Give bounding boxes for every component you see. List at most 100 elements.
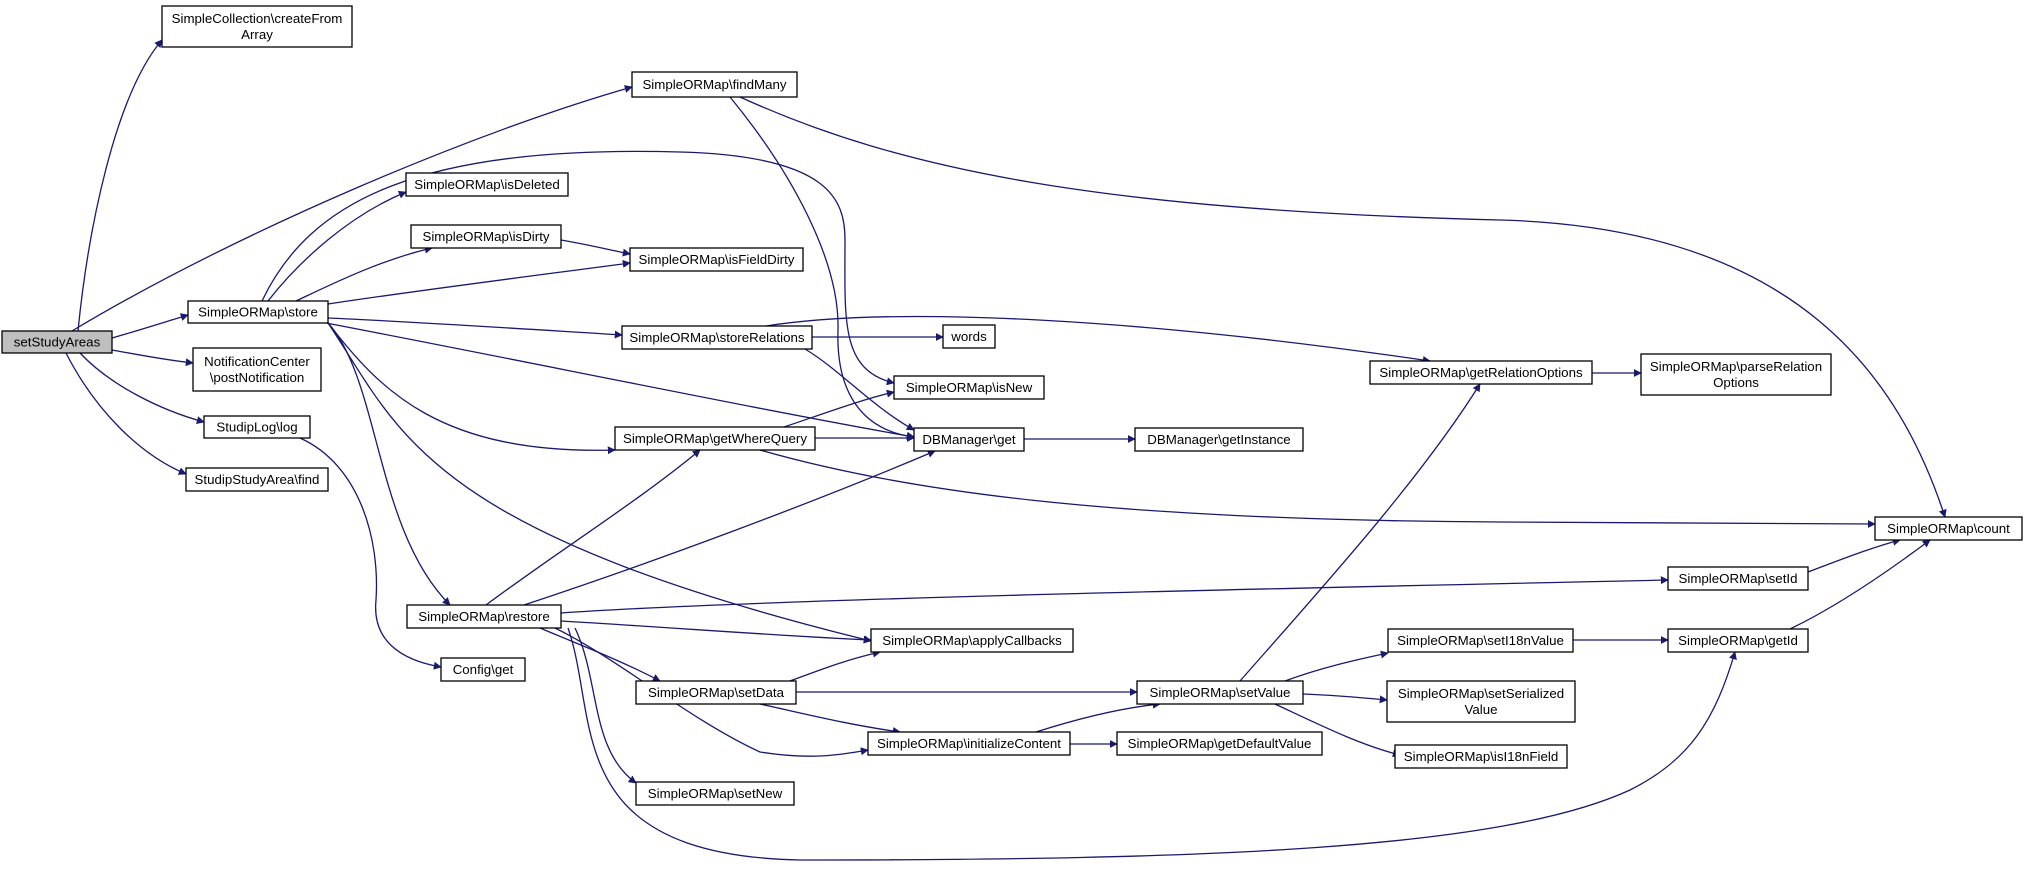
edge-restore-to-setNew <box>574 627 637 784</box>
node-box <box>1387 628 1574 653</box>
nodes: setStudyAreas SimpleCollection\createFrom… <box>1 5 2023 806</box>
edge-setValue-to-setSerializedValue <box>1302 693 1388 704</box>
node-label: StudipStudyArea\find <box>195 472 320 487</box>
node-label: SimpleORMap\isNew <box>906 380 1033 395</box>
node-getDefaultValue[interactable]: SimpleORMap\getDefaultValue <box>1116 731 1323 756</box>
node-box <box>440 657 526 682</box>
node-label: words <box>950 329 987 344</box>
node-box <box>192 347 322 392</box>
edge-store-to-restore <box>327 322 451 606</box>
node-label: SimpleORMap\getRelationOptions <box>1379 365 1583 380</box>
node-box <box>1667 628 1809 653</box>
node-isDeleted[interactable]: SimpleORMap\isDeleted <box>405 172 569 197</box>
node-setNew[interactable]: SimpleORMap\setNew <box>635 781 795 806</box>
node-label: SimpleORMap\setSerialized <box>1398 686 1564 701</box>
edge-findMany-to-count <box>739 96 1947 518</box>
edge-setData-to-initializeContent <box>759 703 901 735</box>
node-setId[interactable]: SimpleORMap\setId <box>1667 566 1809 591</box>
edge-restore-to-applyCallbacks <box>560 620 872 644</box>
node-dbGet[interactable]: DBManager\get <box>913 427 1025 452</box>
node-getId[interactable]: SimpleORMap\getId <box>1667 628 1809 653</box>
node-label: SimpleORMap\isI18nField <box>1404 749 1558 764</box>
node-label: SimpleCollection\createFrom <box>172 11 343 26</box>
node-box <box>410 224 562 249</box>
node-box <box>635 680 797 705</box>
edge-restore-to-dbGet <box>523 450 936 606</box>
node-label: SimpleORMap\restore <box>418 609 550 624</box>
node-box <box>1134 427 1304 452</box>
edge-setStudyAreas-to-studipLog <box>79 352 205 424</box>
node-label: NotificationCenter <box>204 354 310 369</box>
edge-getWhereQuery-to-isNew <box>783 389 895 428</box>
node-studyAreaFind[interactable]: StudipStudyArea\find <box>185 467 329 492</box>
node-label: SimpleORMap\getDefaultValue <box>1128 736 1312 751</box>
edge-restore-to-getId <box>567 627 1737 861</box>
edge-studipLog-to-configGet <box>299 437 442 670</box>
node-isFieldDirty[interactable]: SimpleORMap\isFieldDirty <box>629 247 804 272</box>
node-label: Array <box>241 27 273 42</box>
node-box <box>185 467 329 492</box>
node-box <box>187 300 329 324</box>
node-label: SimpleORMap\getId <box>1678 633 1798 648</box>
node-setI18nValue[interactable]: SimpleORMap\setI18nValue <box>1387 628 1574 653</box>
node-box <box>1640 353 1832 396</box>
node-setStudyAreas[interactable]: setStudyAreas <box>1 330 113 354</box>
node-label: SimpleORMap\setData <box>648 685 785 700</box>
node-setValue[interactable]: SimpleORMap\setValue <box>1136 680 1304 705</box>
node-isDirty[interactable]: SimpleORMap\isDirty <box>410 224 562 249</box>
edge-setStudyAreas-to-studyAreaFind <box>65 352 187 475</box>
node-label: SimpleORMap\count <box>1887 521 2010 536</box>
node-box <box>1386 680 1576 723</box>
node-label: StudipLog\log <box>216 420 297 435</box>
node-restore[interactable]: SimpleORMap\restore <box>406 604 562 629</box>
node-label: SimpleORMap\setValue <box>1150 685 1291 700</box>
edge-storeRelations-to-getRelationOptions <box>765 315 1431 364</box>
node-getRelationOptions[interactable]: SimpleORMap\getRelationOptions <box>1369 360 1593 385</box>
node-box <box>893 375 1045 400</box>
node-studipLog[interactable]: StudipLog\log <box>203 415 311 439</box>
node-box <box>631 71 798 98</box>
edge-store-to-applyCallbacks <box>327 322 872 644</box>
node-setData[interactable]: SimpleORMap\setData <box>635 680 797 705</box>
edge-store-to-isNew <box>261 150 895 386</box>
node-box <box>406 604 562 629</box>
node-box <box>161 5 353 48</box>
edge-initializeContent-to-setValue <box>1035 700 1161 733</box>
node-count[interactable]: SimpleORMap\count <box>1874 516 2023 541</box>
node-initializeContent[interactable]: SimpleORMap\initializeContent <box>867 731 1071 756</box>
edge-setStudyAreas-to-findMany <box>71 85 633 332</box>
node-label: Value <box>1464 702 1497 717</box>
node-store[interactable]: SimpleORMap\store <box>187 300 329 324</box>
node-box <box>203 415 311 439</box>
node-label: SimpleORMap\store <box>198 305 318 320</box>
node-getInstance[interactable]: DBManager\getInstance <box>1134 427 1304 452</box>
node-applyCallbacks[interactable]: SimpleORMap\applyCallbacks <box>870 628 1074 653</box>
node-box <box>870 628 1074 653</box>
node-label: SimpleORMap\findMany <box>642 77 786 92</box>
node-box <box>1369 360 1593 385</box>
node-label: SimpleORMap\setId <box>1679 571 1798 586</box>
edge-setId-to-count <box>1807 537 1901 573</box>
node-storeRelations[interactable]: SimpleORMap\storeRelations <box>621 325 813 350</box>
node-label: SimpleORMap\parseRelation <box>1650 359 1822 374</box>
edge-restore-to-initializeContent <box>554 627 869 757</box>
node-isNew[interactable]: SimpleORMap\isNew <box>893 375 1045 400</box>
node-postNotification[interactable]: NotificationCenter\postNotification <box>192 347 322 392</box>
node-words[interactable]: words <box>942 324 996 349</box>
node-label: SimpleORMap\isDirty <box>422 229 549 244</box>
edge-setValue-to-setI18nValue <box>1284 650 1389 682</box>
node-findMany[interactable]: SimpleORMap\findMany <box>631 71 798 98</box>
node-label: DBManager\getInstance <box>1147 432 1290 447</box>
edge-store-to-isFieldDirty <box>327 259 631 305</box>
node-label: SimpleORMap\storeRelations <box>629 330 804 345</box>
edge-setValue-to-getRelationOptions <box>1239 383 1481 682</box>
edge-store-to-storeRelations <box>327 317 623 339</box>
node-isI18nField[interactable]: SimpleORMap\isI18nField <box>1394 744 1568 769</box>
node-configGet[interactable]: Config\get <box>440 657 526 682</box>
node-box <box>1874 516 2023 541</box>
node-getWhereQuery[interactable]: SimpleORMap\getWhereQuery <box>614 426 816 451</box>
